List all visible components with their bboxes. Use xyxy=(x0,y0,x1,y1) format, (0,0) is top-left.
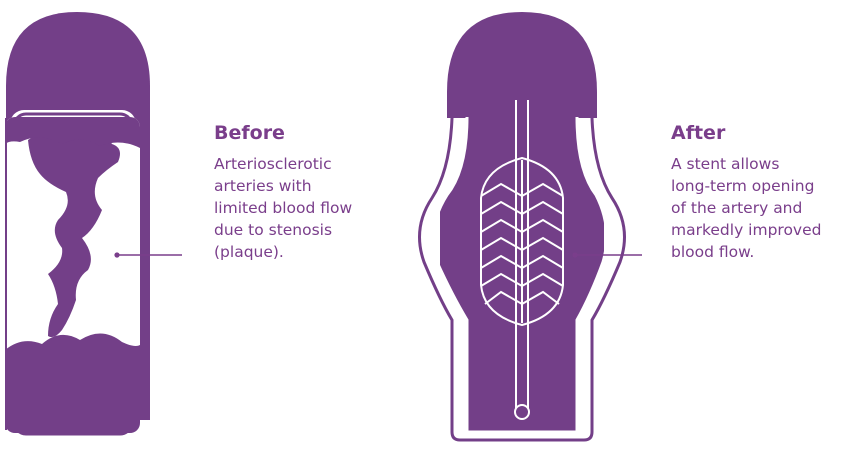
after-description: A stent allows long-term opening of the … xyxy=(671,153,821,263)
before-artery xyxy=(5,12,150,438)
before-description: Arteriosclerotic arteries with limited b… xyxy=(214,153,352,263)
before-plaque-bottom xyxy=(5,333,140,433)
after-title: After xyxy=(671,121,821,145)
before-text-block: Before Arteriosclerotic arteries with li… xyxy=(214,121,352,263)
after-artery-outer-wall xyxy=(447,12,597,118)
after-artery xyxy=(420,12,625,440)
before-title: Before xyxy=(214,121,352,145)
after-text-block: After A stent allows long-term opening o… xyxy=(671,121,821,263)
